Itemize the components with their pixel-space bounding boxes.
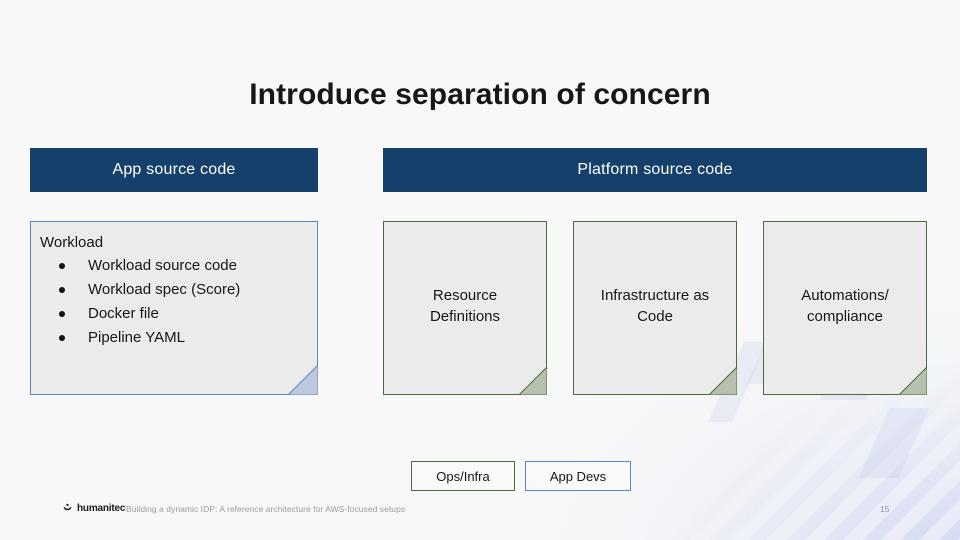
legend-label: Ops/Infra xyxy=(436,468,490,484)
footer-logo: humanitec xyxy=(62,503,125,514)
card-automations-compliance: Automations/ compliance xyxy=(763,221,927,395)
card-label-line1: Automations/ xyxy=(801,287,889,304)
list-item-label: Pipeline YAML xyxy=(88,329,186,346)
card-workload-body: Workload Workload source code Workload s… xyxy=(31,222,317,350)
list-item-label: Workload source code xyxy=(88,257,237,274)
list-item: Workload source code xyxy=(40,254,317,278)
column-header-label: App source code xyxy=(112,161,236,178)
card-label: Resource Definitions xyxy=(422,285,508,331)
bullet-icon xyxy=(59,335,65,341)
card-label-line2: compliance xyxy=(807,308,883,325)
list-item-label: Workload spec (Score) xyxy=(88,281,241,298)
column-header-label: Platform source code xyxy=(577,161,733,178)
card-infrastructure-as-code: Infrastructure as Code xyxy=(573,221,737,395)
bullet-icon xyxy=(59,287,65,293)
bullet-icon xyxy=(59,311,65,317)
footer-deck-title: Building a dynamic IDP: A reference arch… xyxy=(126,504,406,514)
card-workload-title: Workload xyxy=(40,234,104,251)
legend-item-ops-infra: Ops/Infra xyxy=(411,461,515,491)
card-label-line2: Code xyxy=(637,308,673,325)
footer-logo-wordmark: humanitec xyxy=(77,503,126,514)
page-number: 15 xyxy=(880,504,890,514)
column-header-app-source-code: App source code xyxy=(30,148,318,192)
list-item: Pipeline YAML xyxy=(40,326,317,350)
document-curl-icon xyxy=(709,367,737,395)
card-label-line1: Resource xyxy=(432,287,498,304)
legend-item-app-devs: App Devs xyxy=(525,461,631,491)
list-item: Docker file xyxy=(40,302,317,326)
card-label: Automations/ compliance xyxy=(793,285,897,331)
page-title: Introduce separation of concern xyxy=(249,78,711,112)
document-curl-icon xyxy=(288,365,318,395)
bullet-icon xyxy=(59,263,65,269)
card-label-line1: Infrastructure as xyxy=(600,287,710,304)
document-curl-icon xyxy=(519,367,547,395)
column-header-platform-source-code: Platform source code xyxy=(383,148,927,192)
card-workload-list: Workload source code Workload spec (Scor… xyxy=(40,254,317,350)
card-label: Infrastructure as Code xyxy=(593,285,717,331)
card-label-line2: Definitions xyxy=(429,308,501,325)
card-workload: Workload Workload source code Workload s… xyxy=(30,221,318,395)
humanitec-logo-icon xyxy=(62,503,73,514)
legend-label: App Devs xyxy=(549,468,607,484)
list-item-label: Docker file xyxy=(88,305,159,322)
document-curl-icon xyxy=(899,367,927,395)
card-resource-definitions: Resource Definitions xyxy=(383,221,547,395)
list-item: Workload spec (Score) xyxy=(40,278,317,302)
